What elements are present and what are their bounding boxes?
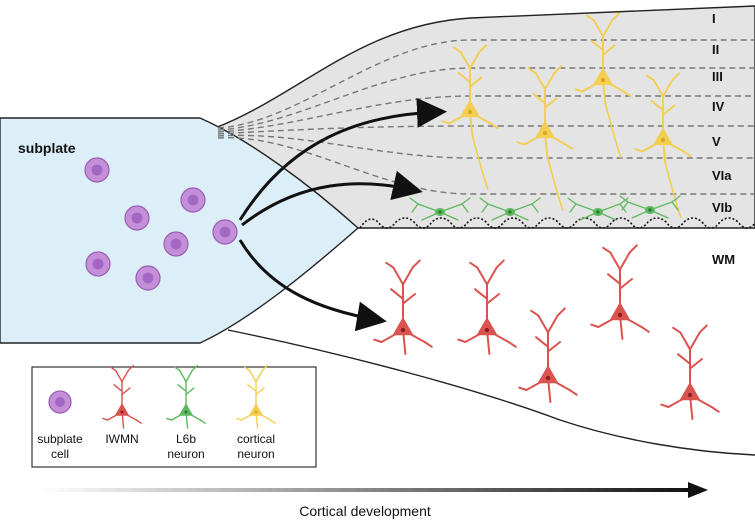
l6b-neuron: [619, 195, 681, 219]
l6b-neuron: [567, 197, 629, 221]
development-axis: [40, 482, 708, 498]
legend-l6b-line1: L6b: [176, 432, 196, 446]
layer-boundary-line: [217, 137, 755, 195]
layer-boundary-line: [217, 39, 755, 129]
legend-subplate-line1: subplate: [37, 432, 83, 446]
wm-label: WM: [712, 252, 735, 267]
layer-label: VIb: [712, 200, 732, 215]
layer-boundary-line: [217, 95, 755, 133]
layer-label: VIa: [712, 168, 732, 183]
layer-label: I: [712, 11, 716, 26]
subplate-label: subplate: [18, 140, 76, 156]
legend-icons: [48, 364, 276, 429]
legend-l6b-icon: [166, 364, 206, 429]
legend-iwmn-icon: [102, 364, 142, 429]
legend-cortical-line2: neuron: [237, 447, 274, 461]
iwmn-neuron: [660, 324, 720, 420]
iwmn-neuron: [590, 244, 650, 340]
migration-arrows: [238, 97, 447, 332]
cortical-neuron: [574, 12, 632, 159]
cortical-neuron: [441, 44, 499, 191]
subplate-cell: [124, 205, 150, 231]
layer-label: IV: [712, 99, 725, 114]
l6b-neuron: [479, 197, 541, 221]
axis-label: Cortical development: [299, 503, 431, 519]
subplate-cell: [180, 187, 206, 213]
subplate-cell: [84, 157, 110, 183]
layer-label: II: [712, 42, 719, 57]
iwmn-neuron: [457, 259, 517, 355]
l6b-neurons: [409, 195, 681, 221]
arrow-to-cortex: [238, 97, 447, 221]
layer-boundary-line: [217, 67, 755, 131]
layer-boundary-line: [217, 134, 755, 159]
l6b-neuron: [409, 197, 471, 221]
subplate-cell: [135, 265, 161, 291]
iwmn-neurons: [373, 244, 720, 420]
layer-label: III: [712, 69, 723, 84]
white-matter-boundary: [227, 329, 755, 456]
arrow-to-wm: [238, 239, 387, 332]
cortical-neuron: [634, 72, 692, 219]
subplate-cell: [48, 390, 72, 414]
subplate-cell: [85, 251, 111, 277]
subplate-cell: [163, 231, 189, 257]
layer-label: V: [712, 134, 721, 149]
legend-cortical-icon: [236, 364, 276, 429]
legend-cortical-line1: cortical: [237, 432, 275, 446]
legend-box: [31, 366, 317, 468]
legend-l6b-line2: neuron: [167, 447, 204, 461]
subplate-cell: [212, 219, 238, 245]
subplate-cells: [84, 157, 238, 291]
legend-iwmn-line1: IWMN: [105, 432, 138, 446]
iwmn-neuron: [373, 259, 433, 355]
arrow-to-vib: [241, 170, 423, 227]
iwmn-neuron: [518, 307, 578, 403]
legend-subplate-line2: cell: [51, 447, 69, 461]
cortical-neuron: [516, 65, 574, 212]
cortical-neurons: [441, 12, 692, 219]
vib-wm-boundary: [359, 217, 755, 229]
